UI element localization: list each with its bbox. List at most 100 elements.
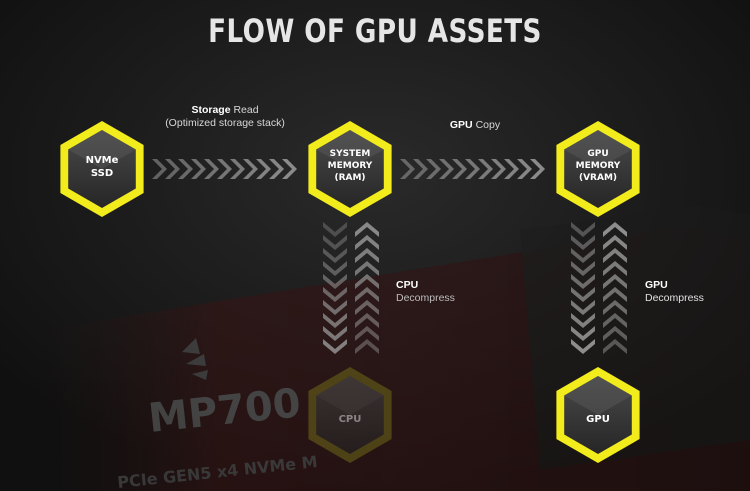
chevron <box>452 159 467 179</box>
page-title: FLOW OF GPU ASSETS <box>208 12 542 50</box>
chevron <box>355 326 379 341</box>
chevron <box>323 248 347 263</box>
chevron <box>204 159 219 179</box>
chevron <box>323 222 347 237</box>
chevron <box>603 300 627 315</box>
hexagon-face <box>316 376 384 454</box>
chevron <box>571 300 595 315</box>
chevron <box>323 261 347 276</box>
chevron <box>355 261 379 276</box>
node-gpu: GPU <box>556 367 640 463</box>
chevron <box>603 287 627 302</box>
chevron <box>230 159 245 179</box>
gpu-copy-label: GPU Copy <box>410 119 540 132</box>
chevron <box>400 159 415 179</box>
hexagon-face <box>564 130 632 208</box>
ram-to-cpu-arrow <box>323 222 347 354</box>
chevron <box>603 248 627 263</box>
chevron <box>426 159 441 179</box>
hexagon-facet <box>564 130 632 169</box>
flow-label-bold: Storage <box>191 104 231 116</box>
chevron <box>323 274 347 289</box>
chevron <box>530 159 545 179</box>
chevron <box>571 261 595 276</box>
node-cpu: CPU <box>308 367 392 463</box>
chevron <box>355 313 379 328</box>
storage-read-arrow <box>152 159 297 179</box>
chevron <box>355 287 379 302</box>
node-label: MEMORY <box>576 161 621 171</box>
node-nvme-ssd: NVMe SSD <box>60 121 144 217</box>
node-label: (RAM) <box>334 173 365 183</box>
storage-read-label: Storage Read (Optimized storage stack) <box>140 104 310 130</box>
chevron <box>571 274 595 289</box>
chevron <box>413 159 428 179</box>
node-label: CPU <box>339 414 362 425</box>
flow-label-text: Read <box>230 104 259 116</box>
chevron <box>256 159 271 179</box>
hexagon-facet <box>68 130 136 169</box>
chevron <box>504 159 519 179</box>
flow-label-bold: GPU <box>449 119 473 131</box>
chevron <box>571 326 595 341</box>
hexagon-facet <box>316 376 384 415</box>
chevron <box>603 235 627 250</box>
chevron <box>191 159 206 179</box>
chevron <box>178 159 193 179</box>
node-label: SYSTEM <box>330 149 371 159</box>
flow-label-sub: Decompress <box>645 292 704 304</box>
chevron <box>571 235 595 250</box>
chevron <box>439 159 454 179</box>
flow-label-text: Copy <box>472 119 501 131</box>
chevron <box>323 300 347 315</box>
chevron <box>478 159 493 179</box>
gpu-copy-arrow <box>400 159 545 179</box>
chevron <box>355 235 379 250</box>
hexagon-facet <box>564 376 632 415</box>
chevron <box>571 313 595 328</box>
vram-to-gpu-arrow <box>571 222 595 354</box>
hexagon-facet <box>316 130 384 169</box>
chevron <box>355 300 379 315</box>
chevron <box>571 339 595 354</box>
chevron <box>603 326 627 341</box>
corsair-logo-icon <box>182 338 208 380</box>
node-label: GPU <box>586 414 610 425</box>
chevron <box>603 339 627 354</box>
node-system-memory: SYSTEM MEMORY (RAM) <box>308 121 392 217</box>
cpu-to-ram-arrow <box>355 222 379 354</box>
gpu-decompress-label: GPU Decompress <box>645 279 745 305</box>
node-label: (VRAM) <box>579 173 617 183</box>
chevron <box>323 235 347 250</box>
chevron <box>571 248 595 263</box>
node-label: NVMe <box>86 155 119 166</box>
chevron <box>217 159 232 179</box>
chevron <box>323 287 347 302</box>
flow-label-sub: (Optimized storage stack) <box>165 117 285 129</box>
hexagon-face <box>564 376 632 454</box>
flow-label-sub: Decompress <box>396 292 455 304</box>
chevron <box>269 159 284 179</box>
chevron <box>323 326 347 341</box>
gpu-to-vram-arrow <box>603 222 627 354</box>
chevron <box>165 159 180 179</box>
chevron <box>243 159 258 179</box>
flow-label-bold: GPU <box>645 279 668 291</box>
node-gpu-memory: GPU MEMORY (VRAM) <box>556 121 640 217</box>
chevron <box>355 248 379 263</box>
chevron <box>603 261 627 276</box>
chevron <box>282 159 297 179</box>
chevron <box>355 274 379 289</box>
chevron <box>603 274 627 289</box>
hexagon-face <box>68 130 136 208</box>
node-label: SSD <box>91 168 113 179</box>
chevron <box>323 339 347 354</box>
chevron <box>603 222 627 237</box>
hexagon-face <box>316 130 384 208</box>
chevron <box>491 159 506 179</box>
flow-label-bold: CPU <box>396 279 419 291</box>
chevron <box>355 222 379 237</box>
chevron <box>152 159 167 179</box>
chevron <box>571 222 595 237</box>
